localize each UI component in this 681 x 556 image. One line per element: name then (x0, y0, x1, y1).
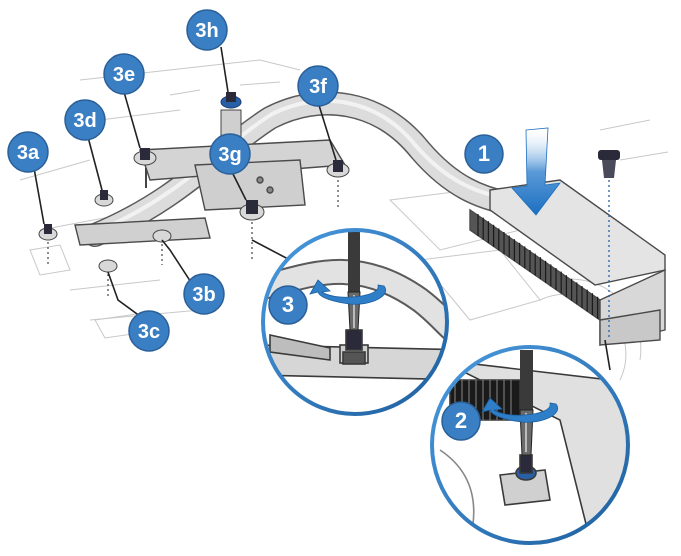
callout-step1: 1 (464, 134, 504, 174)
screwdriver-icon (519, 350, 534, 456)
magnifier-step-3 (261, 228, 449, 416)
callout-label: 1 (478, 141, 490, 166)
screw-icon (598, 150, 620, 340)
callout-leaders (33, 46, 611, 371)
callout-label: 2 (455, 408, 467, 433)
press-down-arrow-icon (511, 127, 561, 216)
screw-3f-icon (326, 160, 350, 210)
callout-step3: 3 (268, 285, 308, 325)
counterclockwise-arrow-icon (309, 279, 387, 305)
callout-c3h: 3h (186, 9, 228, 51)
callout-label: 3f (309, 76, 327, 98)
callout-label: 3e (113, 64, 135, 86)
callout-c3c: 3c (128, 310, 170, 352)
counterclockwise-arrow-icon (481, 397, 559, 423)
callout-c3b: 3b (183, 273, 225, 315)
callout-label: 3 (282, 292, 294, 317)
callout-label: 3h (195, 20, 218, 42)
screw-3d-icon (94, 190, 114, 207)
screw-3a-icon (38, 224, 58, 265)
callout-label: 3b (192, 284, 215, 306)
screw-3e-icon (133, 148, 157, 188)
callout-c3e: 3e (103, 53, 145, 95)
magnifier-step-2 (430, 345, 630, 545)
radiator-fins (477, 214, 599, 319)
callout-c3f: 3f (297, 65, 339, 107)
callout-label: 3d (73, 110, 96, 132)
fin-radiator (469, 179, 666, 346)
callout-label: 3c (138, 321, 160, 343)
callout-badges: 3h 3e 3f 3d 3g 3a 3b 3c 1 3 2 (7, 9, 504, 441)
screwdriver-icon (347, 232, 361, 331)
screw-3g-icon (239, 200, 265, 262)
callout-label: 3a (17, 142, 40, 164)
heat-sink-base (74, 139, 347, 246)
screw-3b-icon (152, 229, 172, 265)
callout-label: 3g (218, 144, 241, 166)
callout-c3g: 3g (209, 133, 251, 175)
callout-step2: 2 (441, 401, 481, 441)
callout-c3d: 3d (64, 99, 106, 141)
callout-c3a: 3a (7, 131, 49, 173)
